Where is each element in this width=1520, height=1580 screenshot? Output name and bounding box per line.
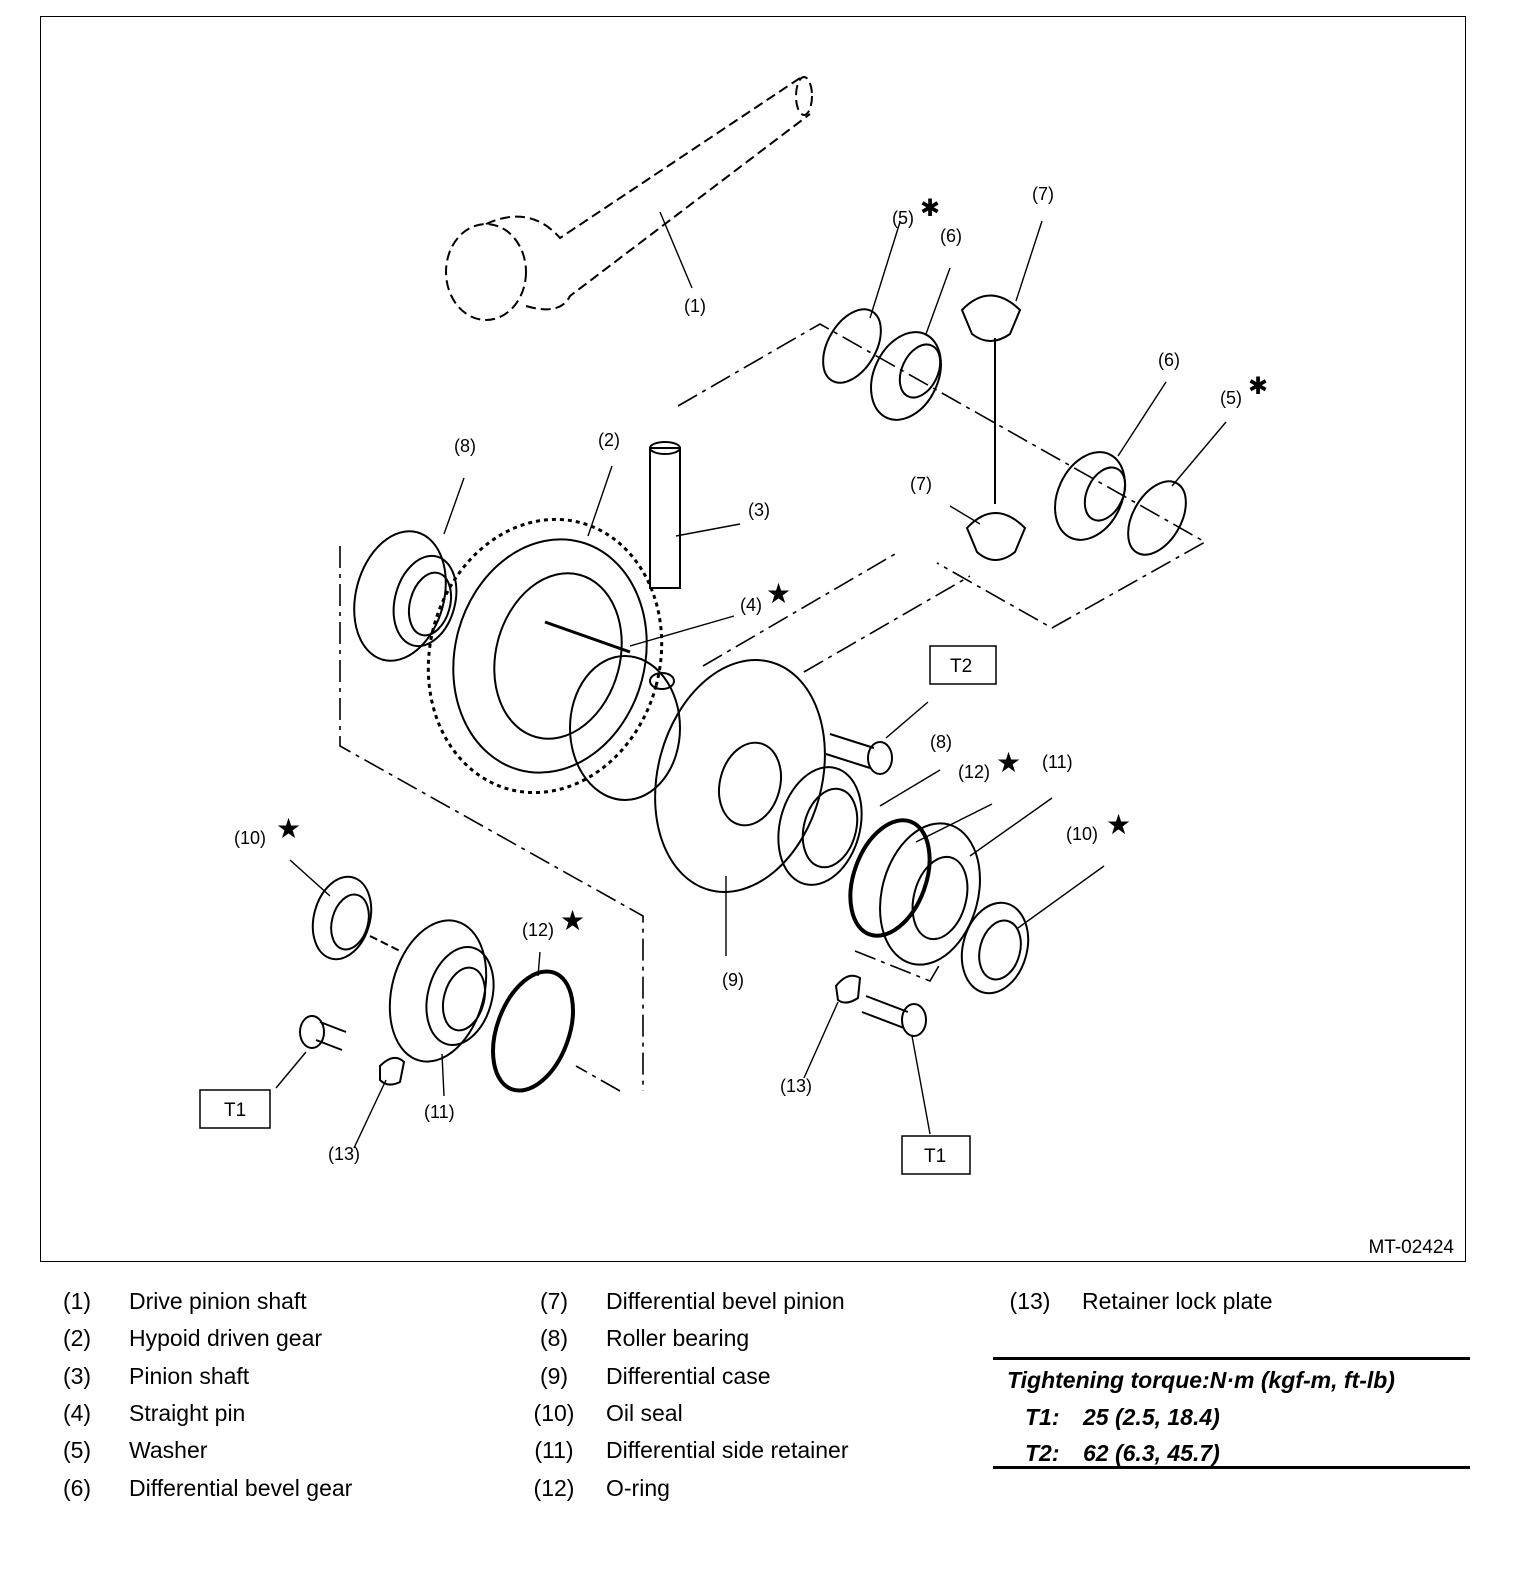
callout-12b: (12) xyxy=(958,762,990,782)
oil-seal-right xyxy=(960,901,1030,995)
side-retainer-left xyxy=(388,919,495,1063)
callout-5b: (5) xyxy=(1220,388,1242,408)
washer-top xyxy=(822,308,882,384)
asterisk-5a: ✱ xyxy=(920,195,940,222)
lock-plate-left xyxy=(379,1056,406,1086)
callout-12a: (12) xyxy=(522,920,554,940)
bevel-gear-top xyxy=(870,331,942,421)
star-10b: ★ xyxy=(1106,809,1131,840)
callout-4: (4) xyxy=(740,595,762,615)
torque-label-t2: T2 xyxy=(929,645,997,685)
star-10a: ★ xyxy=(276,813,301,844)
straight-pin xyxy=(544,620,631,654)
callout-2: (2) xyxy=(598,430,620,450)
callout-3: (3) xyxy=(748,500,770,520)
diagram-frame xyxy=(40,16,1466,1262)
differential-case xyxy=(569,655,826,893)
callout-7b: (7) xyxy=(910,474,932,494)
callout-8b: (8) xyxy=(930,732,952,752)
bevel-pinion-bottom xyxy=(965,512,1027,561)
callout-10b: (10) xyxy=(1066,824,1098,844)
star-4: ★ xyxy=(766,578,791,609)
callout-10a: (10) xyxy=(234,828,266,848)
callout-11b: (11) xyxy=(1042,752,1073,772)
svg-text:T2: T2 xyxy=(950,656,972,677)
bevel-pinion-top xyxy=(960,294,1022,342)
callout-7a: (7) xyxy=(1032,184,1054,204)
star-12b: ★ xyxy=(996,747,1021,778)
callout-6a: (6) xyxy=(940,226,962,246)
side-retainer-right xyxy=(879,822,981,966)
callout-1: (1) xyxy=(684,296,706,316)
legend-col1: (1)Drive pinion shaft (2)Hypoid driven g… xyxy=(62,1288,353,1501)
washer-right xyxy=(1127,480,1187,556)
callout-13b: (13) xyxy=(780,1076,812,1096)
callout-13a: (13) xyxy=(328,1144,360,1164)
lock-plate-right xyxy=(834,974,862,1004)
figure-code: MT-02424 xyxy=(1368,1237,1454,1258)
callout-5a: (5) xyxy=(892,208,914,228)
legend-col3: (13)Retainer lock plate xyxy=(1009,1288,1273,1314)
star-12a: ★ xyxy=(560,905,585,936)
roller-bearing-left xyxy=(353,530,458,662)
bevel-gear-right xyxy=(1054,451,1127,541)
legend-col2: (7)Differential bevel pinion (8)Roller b… xyxy=(533,1288,849,1501)
torque-title: Tightening torque:N·m (kgf-m, ft-lb) xyxy=(1007,1367,1395,1393)
roller-bearing-right xyxy=(777,766,863,886)
bolt-t2 xyxy=(825,733,893,775)
torque-label-t1-right: T1 xyxy=(901,1135,971,1175)
oil-seal-left xyxy=(311,875,373,961)
exploded-diagram: (1) (5) ✱ (7) (6) (6) (5) ✱ (7) (8) (2) … xyxy=(199,76,1268,1175)
o-ring-right xyxy=(848,818,932,938)
svg-text:T1: T1 xyxy=(924,1146,946,1167)
callout-11a: (11) xyxy=(424,1102,455,1122)
svg-text:T1: T1 xyxy=(224,1100,246,1121)
asterisk-5b: ✱ xyxy=(1248,373,1268,400)
pinion-shaft xyxy=(649,441,681,589)
hypoid-driven-gear xyxy=(426,517,664,795)
callout-8a: (8) xyxy=(454,436,476,456)
callout-6b: (6) xyxy=(1158,350,1180,370)
drive-pinion-shaft xyxy=(445,76,813,321)
torque-table: Tightening torque:N·m (kgf-m, ft-lb) T1:… xyxy=(993,1357,1470,1469)
bolt-t1-right xyxy=(861,995,927,1037)
callout-9: (9) xyxy=(722,970,744,990)
bolt-t1-left xyxy=(299,1015,347,1051)
o-ring-left xyxy=(491,969,575,1093)
torque-label-t1-left: T1 xyxy=(199,1089,271,1129)
